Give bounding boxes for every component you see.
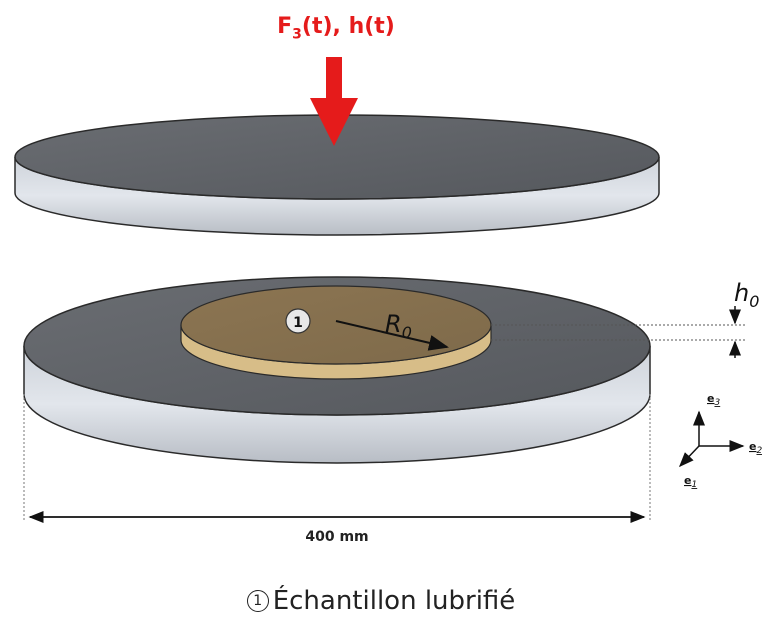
thickness-indicator: h0: [491, 279, 759, 358]
diameter-dimension: 400 mm: [23, 394, 651, 545]
sample-top: [180, 285, 492, 365]
force-arrow: [310, 57, 358, 146]
sample-marker-label: 1: [293, 315, 303, 331]
radius-indicator: R0: [335, 310, 449, 351]
force-label: F3(t), h(t): [277, 14, 395, 43]
upper-plate: [14, 114, 660, 236]
radius-label: R0: [385, 310, 412, 342]
lubricated-sample: [180, 285, 492, 380]
coordinate-axes: e3 e2 e1: [678, 392, 762, 490]
sample-marker: 1: [285, 308, 311, 334]
diameter-label: 400 mm: [305, 529, 368, 545]
legend-text: Échantillon lubrifié: [272, 586, 516, 616]
axis-e2-label: e2: [749, 440, 762, 456]
legend-marker: 1: [246, 590, 269, 612]
thickness-label: h0: [734, 279, 759, 311]
axis-e3-label: e3: [707, 392, 720, 408]
axis-e1-label: e1: [684, 474, 697, 490]
